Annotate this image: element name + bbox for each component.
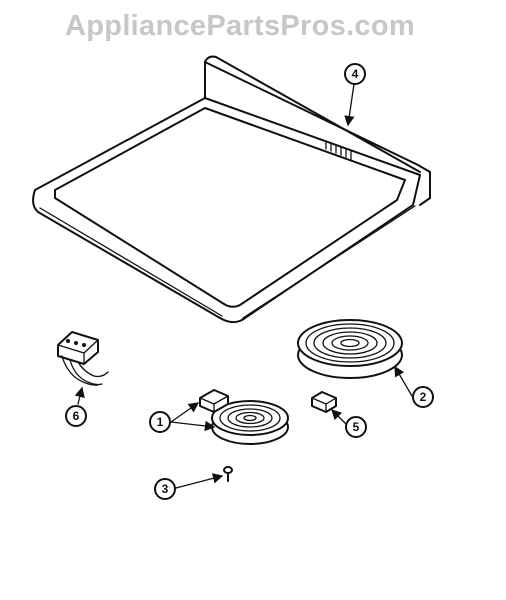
callout-4-label: 4 (352, 67, 359, 81)
callout-1: 1 (149, 411, 171, 433)
callout-4: 4 (344, 63, 366, 85)
receptacle-wire-harness (57, 331, 109, 386)
large-surface-element (297, 319, 403, 379)
callout-2: 2 (412, 386, 434, 408)
watermark-text: AppliancePartsPros.com (65, 10, 415, 42)
element-clip (311, 391, 337, 413)
callout-5: 5 (345, 416, 367, 438)
callout-6: 6 (65, 405, 87, 427)
callout-3: 3 (154, 478, 176, 500)
small-surface-element (199, 389, 289, 445)
mounting-screw (223, 466, 233, 482)
callout-2-label: 2 (420, 390, 427, 404)
callout-1-label: 1 (157, 415, 164, 429)
callout-6-label: 6 (73, 409, 80, 423)
callout-3-label: 3 (162, 482, 169, 496)
callout-5-label: 5 (353, 420, 360, 434)
cooktop-main-top (32, 55, 431, 324)
leader-lines (74, 83, 413, 489)
